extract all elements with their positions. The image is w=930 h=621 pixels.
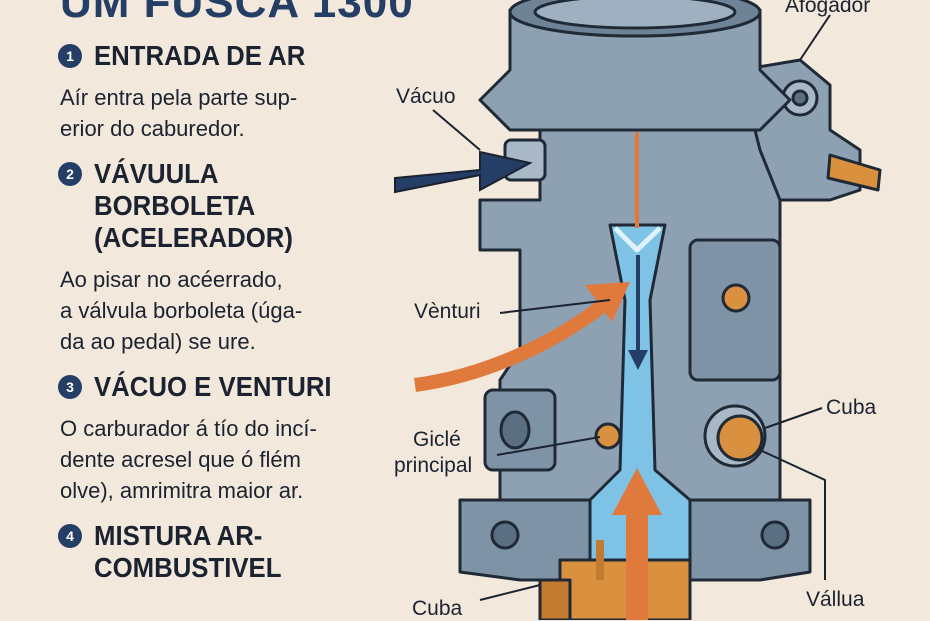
label-valvula: Vállua [806, 588, 865, 611]
leader-gicle [496, 436, 601, 456]
choke-screw [791, 89, 809, 107]
idle-screw [826, 153, 882, 192]
step-title-line: ENTRADA DE AR [94, 40, 306, 71]
step-header: 1 ENTRADA DE AR [58, 40, 403, 72]
step-number-badge: 3 [58, 375, 82, 399]
step-body-line: erior do caburedor. [60, 116, 245, 141]
step-3: 3 VÁCUO E VENTURI O carburador á tío do … [58, 371, 403, 506]
flange-bolt-hole [490, 520, 520, 550]
leader-afogador [799, 14, 831, 61]
step-title: ENTRADA DE AR [94, 40, 305, 72]
step-body-line: dente acresel que ó flém [60, 447, 301, 472]
step-2: 2 VÁVUULA BORBOLETA (ACELERADOR) Ao pisa… [58, 158, 403, 357]
step-title-line: COMBUSTIVEL [94, 552, 282, 583]
label-venturi: Vènturi [414, 300, 481, 323]
air-horn-mouth-inner [533, 0, 737, 30]
step-body: Aír entra pela parte sup- erior do cabur… [58, 82, 403, 144]
butterfly-valve [613, 226, 662, 253]
step-header: 3 VÁCUO E VENTURI [58, 371, 403, 403]
step-body: Ao pisar no acéerrado, a válvula borbole… [58, 264, 403, 357]
adjustment-screw [721, 283, 751, 313]
step-title-line: MISTURA AR- [94, 520, 263, 551]
leader-cuba-bottom [479, 584, 541, 601]
float-bowl-fitting-core [716, 414, 764, 462]
float-assembly-tab [538, 578, 572, 620]
step-title-line: VÁVUULA BORBOLETA [94, 158, 256, 221]
label-cuba-right: Cuba [826, 396, 877, 419]
air-horn [478, 8, 792, 132]
step-body-line: olve), amrimitra maior ar. [60, 478, 304, 503]
leader-valvula [759, 449, 826, 580]
flange-bolt-hole [760, 520, 790, 550]
page-title: UM FUSCA 1300 [60, 0, 414, 27]
blue-arrow-icon [394, 150, 533, 194]
label-gicle: Giclé [413, 428, 461, 451]
step-body-line: da ao pedal) se ure. [60, 329, 256, 354]
label-cuba-bottom: Cuba [412, 597, 463, 620]
label-afogador: Afogador [785, 0, 871, 17]
step-header: 4 MISTURA AR- COMBUSTIVEL [58, 520, 403, 584]
orange-arrow-icon [414, 282, 630, 392]
step-title: VÁCUO E VENTURI [94, 371, 332, 403]
label-gicle-principal: principal [394, 454, 473, 477]
step-header: 2 VÁVUULA BORBOLETA (ACELERADOR) [58, 158, 403, 254]
side-port [499, 410, 531, 450]
label-vacuo: Vácuo [396, 85, 456, 108]
step-title-line: (ACELERADOR) [94, 222, 293, 253]
main-jet [594, 422, 622, 450]
step-body-line: Ao pisar no acéerrado, [60, 267, 283, 292]
step-title: MISTURA AR- COMBUSTIVEL [94, 520, 281, 584]
float-assembly [558, 558, 692, 620]
leader-vacuo [432, 109, 481, 151]
step-number-badge: 1 [58, 44, 82, 68]
leader-cuba-right [764, 407, 823, 429]
step-4: 4 MISTURA AR- COMBUSTIVEL [58, 520, 403, 584]
leader-venturi [499, 299, 611, 314]
step-number-badge: 4 [58, 524, 82, 548]
step-body-line: O carburador á tío do incí- [60, 416, 317, 441]
step-number-badge: 2 [58, 162, 82, 186]
steps-list: 1 ENTRADA DE AR Aír entra pela parte sup… [58, 40, 403, 598]
step-1: 1 ENTRADA DE AR Aír entra pela parte sup… [58, 40, 403, 144]
step-title: VÁVUULA BORBOLETA (ACELERADOR) [94, 158, 378, 254]
step-title-line: VÁCUO E VENTURI [94, 371, 332, 402]
orange-up-arrow-icon [612, 468, 662, 620]
venturi-down-arrow-icon [628, 255, 648, 370]
step-body-line: Aír entra pela parte sup- [60, 85, 298, 110]
step-body-line: a válvula borboleta (úga- [60, 298, 303, 323]
step-body: O carburador á tío do incí- dente acrese… [58, 413, 403, 506]
